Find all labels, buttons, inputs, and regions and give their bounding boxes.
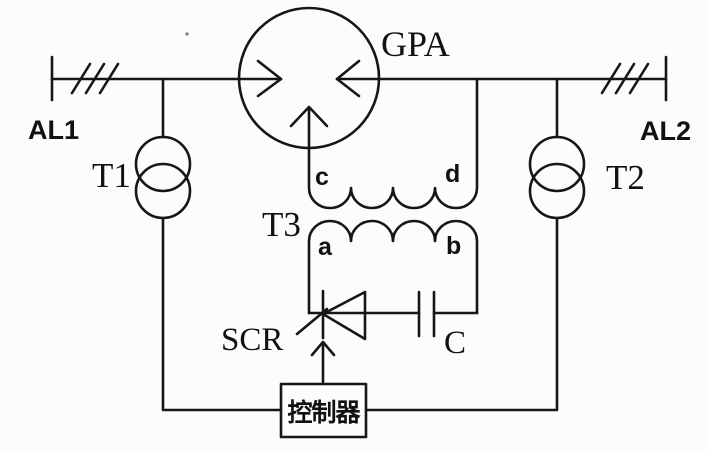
al2-label: AL2	[640, 116, 692, 146]
t1-winding-top	[134, 135, 192, 193]
controller-gate-arrow-icon	[310, 340, 336, 357]
t1-label: T1	[92, 156, 131, 195]
t2-to-controller-wire	[364, 216, 559, 412]
speck-artifact	[185, 32, 189, 36]
scr-triangle	[321, 290, 367, 341]
t2-winding-top	[528, 135, 586, 193]
gpa-arrow-right-icon	[256, 59, 283, 98]
t2-label: T2	[606, 158, 645, 197]
gpa-arrow-left-icon	[335, 59, 361, 98]
winding-terminal-a-label: a	[318, 233, 332, 261]
scr-gate-lead	[295, 307, 329, 336]
t3-winding-ab	[307, 219, 479, 315]
winding-terminal-d-label: d	[445, 160, 461, 188]
t1-to-controller-wire	[161, 216, 283, 412]
capacitor-label: C	[444, 325, 467, 361]
gpa-arrow-up-icon	[289, 105, 329, 128]
gpa-label: GPA	[381, 24, 450, 64]
hatch-marks-left	[70, 62, 120, 95]
al1-label: AL1	[28, 115, 80, 145]
winding-terminal-b-label: b	[446, 232, 462, 260]
hatch-marks-right	[600, 62, 650, 95]
winding-terminal-c-label: c	[315, 163, 329, 191]
controller-box	[279, 382, 368, 439]
t3-label: T3	[262, 205, 301, 244]
controller-label: 控制器	[287, 398, 360, 427]
t3-winding-cd	[307, 77, 479, 210]
scr-label: SCR	[221, 322, 284, 358]
